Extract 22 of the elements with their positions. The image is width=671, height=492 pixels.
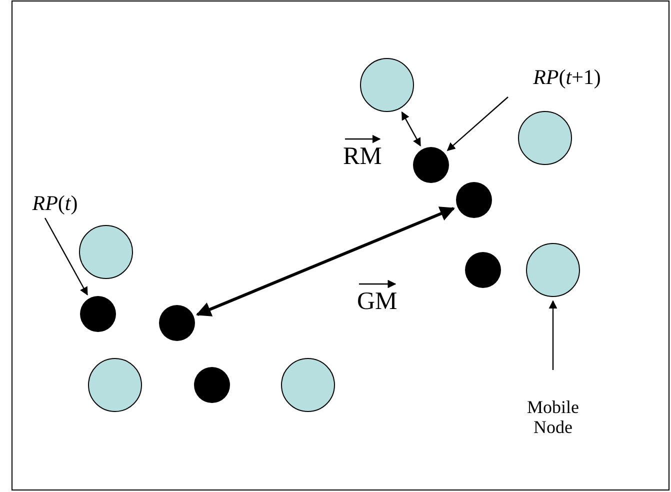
mobile-node-circle [526,243,580,297]
reference-point-dot [465,252,501,288]
reference-point-dot [80,296,116,332]
callout-label: RP(t+1) [522,66,612,90]
arrow [446,96,508,151]
reference-point-dot [413,147,449,183]
reference-point-dot [159,305,195,341]
arrow [44,218,88,296]
reference-point-dot [456,182,492,218]
vector-label: GM [357,289,398,314]
double-arrow [196,206,456,316]
callout-label: Mobile Node [518,398,588,438]
arrow [401,111,421,146]
arrow [548,300,558,370]
reference-point-dot [194,367,230,403]
mobile-node-circle [518,111,572,165]
mobile-node-circle [79,225,133,279]
mobile-node-circle [88,358,142,412]
callout-label: RP(t) [25,192,85,216]
vector-label: RM [343,144,382,169]
mobile-node-circle [360,58,414,112]
mobile-node-circle [281,358,335,412]
